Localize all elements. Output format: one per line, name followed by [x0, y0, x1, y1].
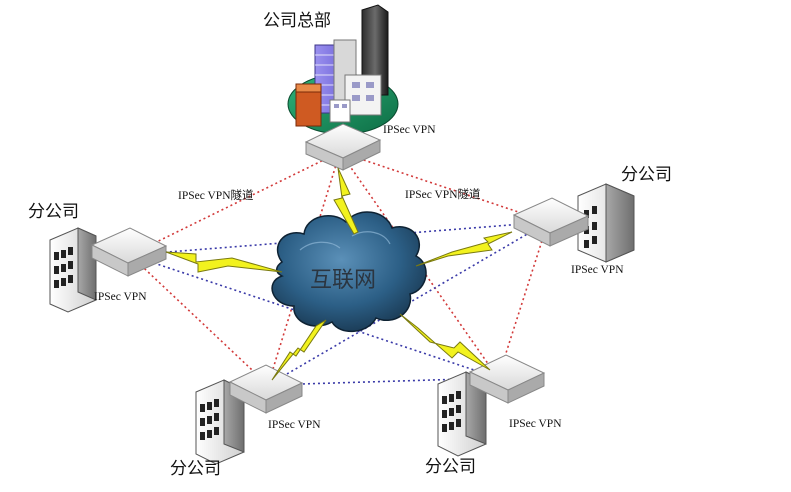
branch-building-right-icon — [577, 183, 635, 263]
branch-building-bottom-right-icon — [437, 371, 487, 457]
internet-label: 互联网 — [310, 268, 377, 293]
branch-router-bottom-right-icon — [468, 354, 546, 404]
branch-label-bottom-left: 分公司 — [170, 459, 221, 479]
internet-cloud-icon — [271, 211, 427, 332]
branch-vpn-label-right: IPSec VPN — [571, 264, 624, 276]
branch-router-bottom-left-icon — [228, 364, 304, 414]
hq-router-icon — [304, 123, 382, 171]
branch-label-bottom-right: 分公司 — [425, 457, 476, 477]
lightning-bolts — [165, 167, 513, 381]
lightning-bottom-left-icon — [271, 319, 327, 381]
hq-vpn-label: IPSec VPN — [383, 124, 436, 136]
branch-router-left-icon — [90, 227, 168, 277]
tunnel-label-left: IPSec VPN隧道 — [178, 190, 254, 202]
branch-building-left-icon — [49, 227, 97, 313]
lightning-left-icon — [165, 251, 283, 273]
branch-router-right-icon — [512, 197, 590, 247]
headquarters-icon — [287, 4, 399, 135]
branch-label-left: 分公司 — [28, 202, 79, 222]
branch-label-right: 分公司 — [621, 165, 672, 185]
lightning-bottom-right-icon — [399, 313, 491, 371]
lightning-right-icon — [415, 231, 513, 267]
branch-vpn-label-left: IPSec VPN — [94, 291, 147, 303]
branch-vpn-label-bottom-left: IPSec VPN — [268, 419, 321, 431]
branch-vpn-label-bottom-right: IPSec VPN — [509, 418, 562, 430]
headquarters-label: 公司总部 — [263, 11, 331, 31]
tunnel-label-right: IPSec VPN隧道 — [405, 189, 481, 201]
lightning-hq-icon — [333, 167, 359, 235]
